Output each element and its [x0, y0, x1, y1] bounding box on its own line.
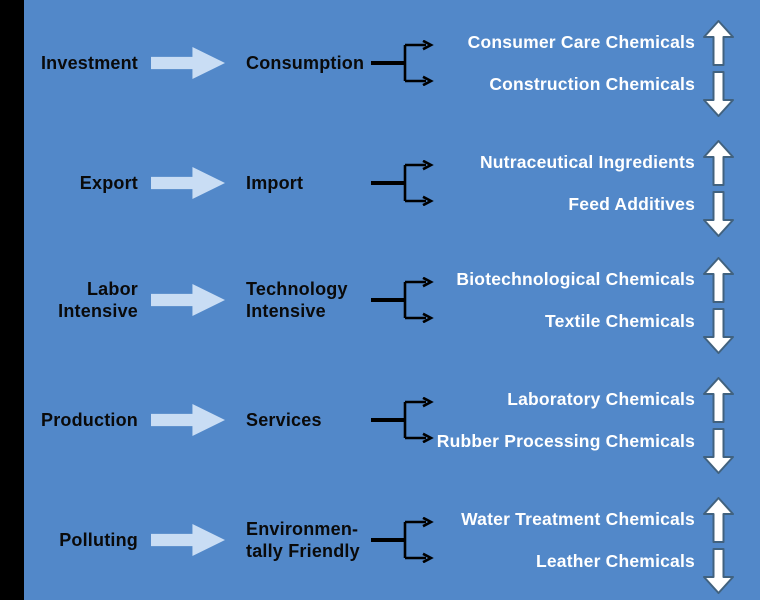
to-label: Technology Intensive: [246, 279, 348, 321]
right-block-arrow-icon: [151, 167, 225, 199]
diagram-row: Investment Consumption Consumer Care Che…: [0, 3, 760, 123]
fork-connector-icon: [371, 160, 434, 206]
down-item-label: Construction Chemicals: [489, 74, 695, 94]
down-item-label: Textile Chemicals: [545, 311, 695, 331]
diagram-row: Production Services Laboratory Chemicals…: [0, 360, 760, 480]
diagram-row: Polluting Environmen- tally Friendly Wat…: [0, 480, 760, 600]
down-item-label: Leather Chemicals: [535, 551, 695, 571]
fork-connector-icon: [371, 397, 434, 443]
up-block-arrow-icon: [703, 377, 734, 423]
diagram-row: Labor Intensive Technology Intensive Bio…: [0, 240, 760, 360]
down-item-label: Feed Additives: [568, 194, 695, 214]
down-block-arrow-icon: [703, 308, 734, 354]
to-label: Consumption: [246, 53, 365, 73]
up-item-label: Biotechnological Chemicals: [456, 269, 695, 289]
left-black-border: [0, 0, 24, 600]
down-block-arrow-icon: [703, 428, 734, 474]
from-label: Labor Intensive: [58, 279, 138, 321]
up-item-label: Laboratory Chemicals: [507, 389, 695, 409]
down-block-arrow-icon: [703, 71, 734, 117]
right-block-arrow-icon: [151, 524, 225, 556]
up-block-arrow-icon: [703, 497, 734, 543]
from-label: Export: [79, 173, 138, 193]
down-block-arrow-icon: [703, 548, 734, 594]
down-block-arrow-icon: [703, 191, 734, 237]
fork-connector-icon: [371, 277, 434, 323]
up-item-label: Water Treatment Chemicals: [461, 509, 695, 529]
right-block-arrow-icon: [151, 47, 225, 79]
right-block-arrow-icon: [151, 404, 225, 436]
up-block-arrow-icon: [703, 140, 734, 186]
up-item-label: Nutraceutical Ingredients: [479, 152, 695, 172]
from-label: Polluting: [59, 530, 138, 550]
fork-connector-icon: [371, 517, 434, 563]
from-label: Production: [41, 410, 138, 430]
up-block-arrow-icon: [703, 257, 734, 303]
up-block-arrow-icon: [703, 20, 734, 66]
to-label: Environmen- tally Friendly: [246, 519, 360, 561]
right-block-arrow-icon: [151, 284, 225, 316]
from-label: Investment: [40, 53, 138, 73]
diagram-row: Export Import Nutraceutical Ingredients …: [0, 123, 760, 243]
to-label: Services: [246, 410, 322, 430]
fork-connector-icon: [371, 40, 434, 86]
up-item-label: Consumer Care Chemicals: [467, 32, 695, 52]
to-label: Import: [246, 173, 304, 193]
down-item-label: Rubber Processing Chemicals: [436, 431, 695, 451]
